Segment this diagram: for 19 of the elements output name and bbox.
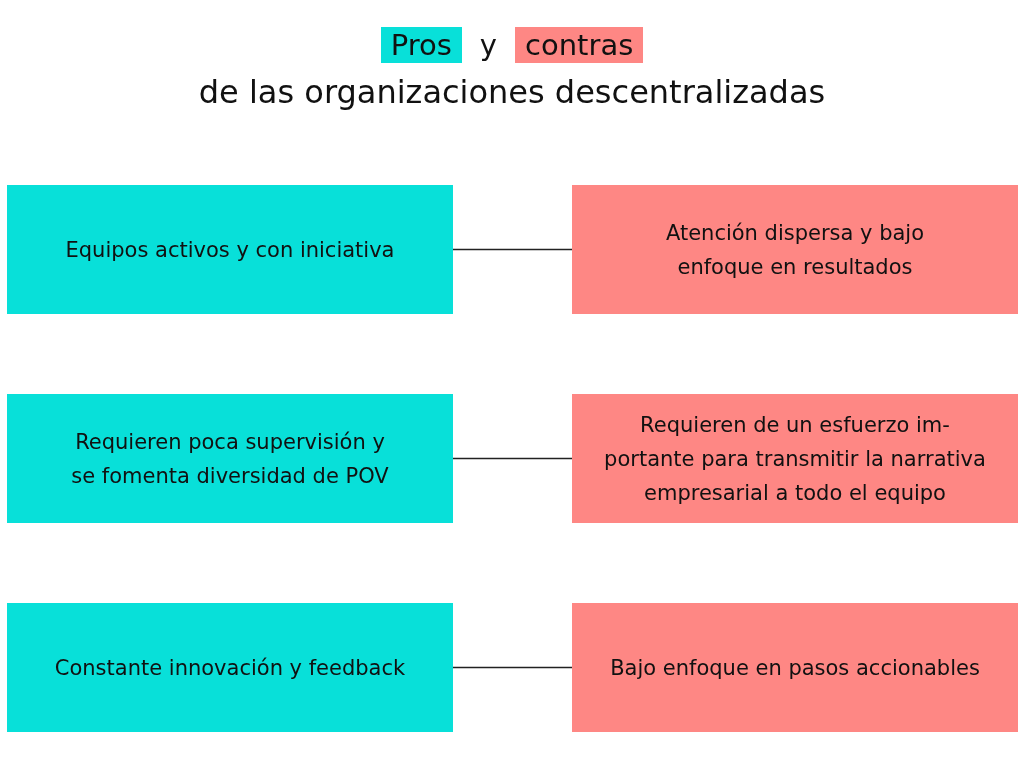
pro-box xyxy=(7,394,453,523)
box-text: Atención dispersa y bajo enfoque en resultados xyxy=(664,219,926,281)
pro-box xyxy=(7,185,453,314)
box-text: Constante innovación y feedback xyxy=(54,654,406,682)
connector-line xyxy=(452,457,573,460)
title-word: y xyxy=(479,27,497,63)
box-text: Equipos activos y con iniciativa xyxy=(65,236,395,264)
title-highlight: contras xyxy=(515,27,644,63)
con-box xyxy=(572,185,1018,314)
subtitle: de las organizaciones descentralizadas xyxy=(198,73,826,111)
con-box xyxy=(572,603,1018,732)
box-text: Requieren poca supervisión y se fomenta diversidad de POV xyxy=(70,428,390,490)
title-highlight: Pros xyxy=(380,27,462,63)
connector-line xyxy=(452,248,573,251)
con-box xyxy=(572,394,1018,523)
pro-box xyxy=(7,603,453,732)
box-text: Bajo enfoque en pasos accionables xyxy=(610,654,980,682)
box-text: Requieren de un esfuerzo im- portante para transmitir la narrativa empresarial a todo el equipo xyxy=(603,411,987,507)
connector-line xyxy=(452,666,573,669)
